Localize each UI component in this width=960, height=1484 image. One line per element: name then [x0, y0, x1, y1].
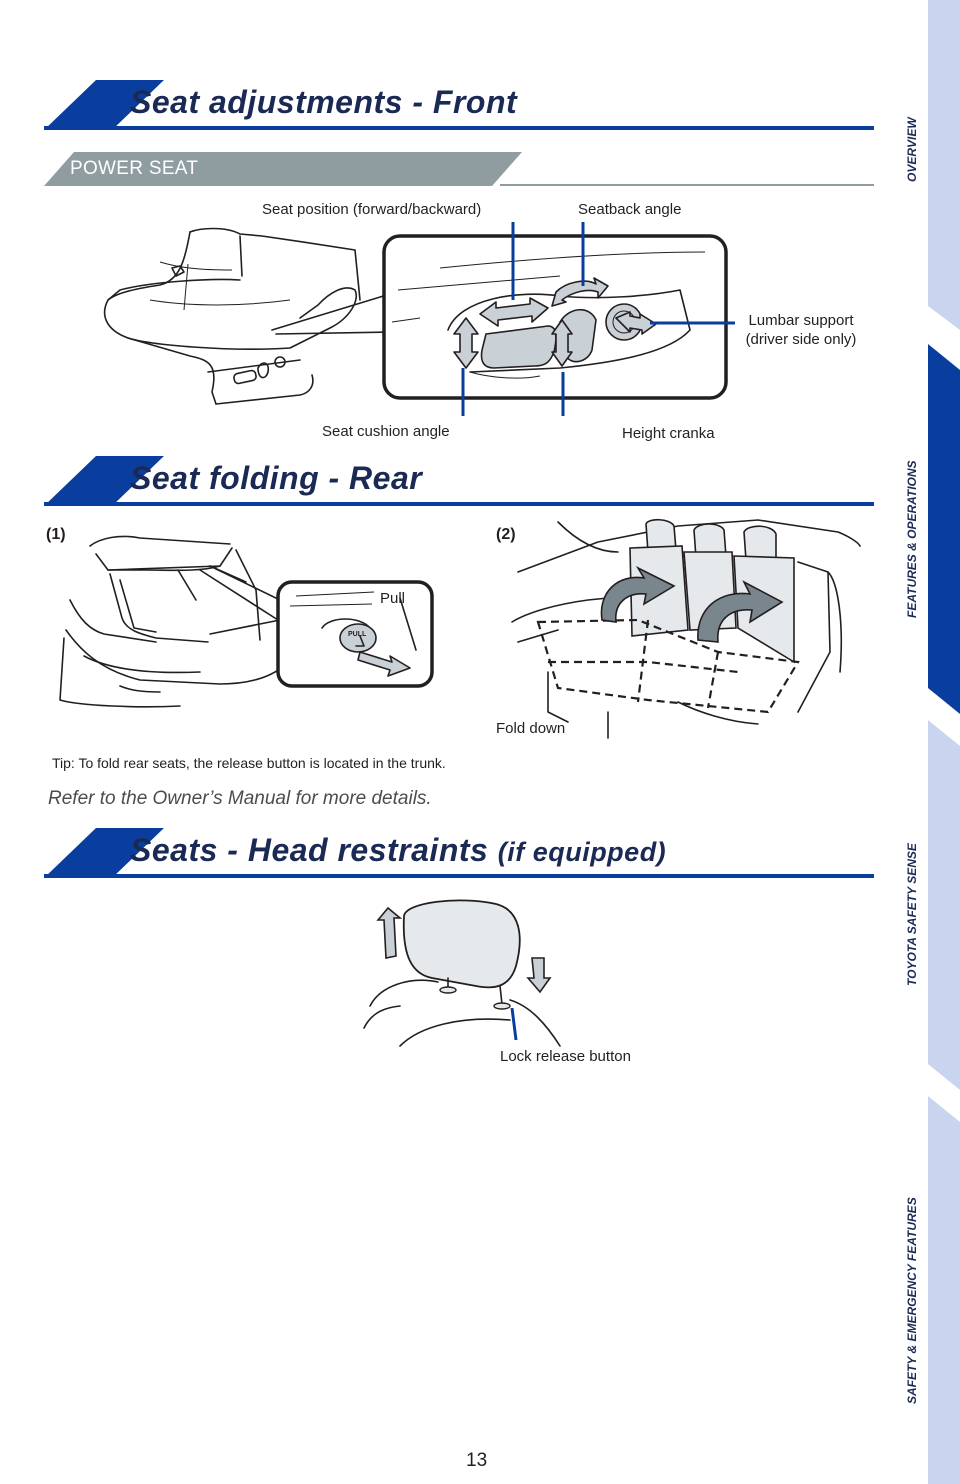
- header-rule: [44, 874, 874, 878]
- tab-safety-emergency[interactable]: [928, 1096, 960, 1484]
- front-seat-drawing: [103, 227, 361, 405]
- pull-button-text: PULL: [348, 631, 367, 638]
- rear-seats-illustration: [511, 518, 861, 739]
- tab-toyota-safety-sense[interactable]: [928, 720, 960, 1090]
- label-fold-down: Fold down: [496, 720, 566, 737]
- header-rule: [44, 502, 874, 506]
- seat-switch-closeup: [391, 251, 706, 379]
- section-header-head-restraints: Seats - Head restraints (if equipped): [44, 828, 874, 878]
- label-lock-release-button: Lock release button: [500, 1048, 631, 1065]
- power-seat-illustration: [103, 222, 735, 416]
- step-1-label: (1): [46, 526, 66, 543]
- zoom-callout: [382, 234, 728, 400]
- step-2-label: (2): [496, 526, 516, 543]
- side-nav: [928, 0, 960, 1484]
- section-title: Seats - Head restraints (if equipped): [130, 832, 666, 869]
- section-title: Seat folding - Rear: [130, 460, 423, 496]
- tab-overview[interactable]: [928, 0, 960, 330]
- head-restraint-illustration: [363, 899, 561, 1047]
- label-seat-cushion-angle: Seat cushion angle: [322, 423, 450, 440]
- label-pull: Pull: [380, 590, 406, 607]
- side-label-text: SAFETY & EMERGENCY FEATURES: [905, 1197, 919, 1404]
- tab-features-operations[interactable]: [928, 344, 960, 714]
- section-title: Seat adjustments - Front: [130, 84, 518, 120]
- section-header-front: Seat adjustments - Front: [44, 80, 874, 130]
- side-label-text: TOYOTA SAFETY SENSE: [905, 843, 919, 986]
- side-label-text: FEATURES & OPERATIONS: [905, 460, 919, 618]
- label-height-crank: Height cranka: [622, 425, 715, 442]
- label-seatback-angle: Seatback angle: [578, 201, 682, 218]
- label-lumbar-line1: Lumbar support: [748, 312, 854, 329]
- label-lumbar-line2: (driver side only): [745, 331, 857, 348]
- tip-text: Tip: To fold rear seats, the release but…: [52, 755, 446, 771]
- page-number: 13: [466, 1450, 488, 1471]
- trunk-illustration: [59, 535, 434, 708]
- section-header-rear: Seat folding - Rear: [44, 456, 874, 506]
- section-title-sub: (if equipped): [497, 837, 667, 867]
- refer-manual-note: Refer to the Owner’s Manual for more det…: [48, 788, 432, 809]
- power-seat-label: POWER SEAT: [70, 158, 199, 179]
- power-seat-rule: [500, 184, 874, 186]
- label-lumbar-support: Lumbar support (driver side only): [736, 311, 866, 349]
- power-seat-bar: POWER SEAT: [44, 152, 522, 186]
- header-rule: [44, 126, 874, 130]
- label-seat-position: Seat position (forward/backward): [262, 201, 482, 218]
- section-title-main: Seats - Head restraints: [130, 832, 489, 868]
- side-label-text: OVERVIEW: [905, 117, 919, 182]
